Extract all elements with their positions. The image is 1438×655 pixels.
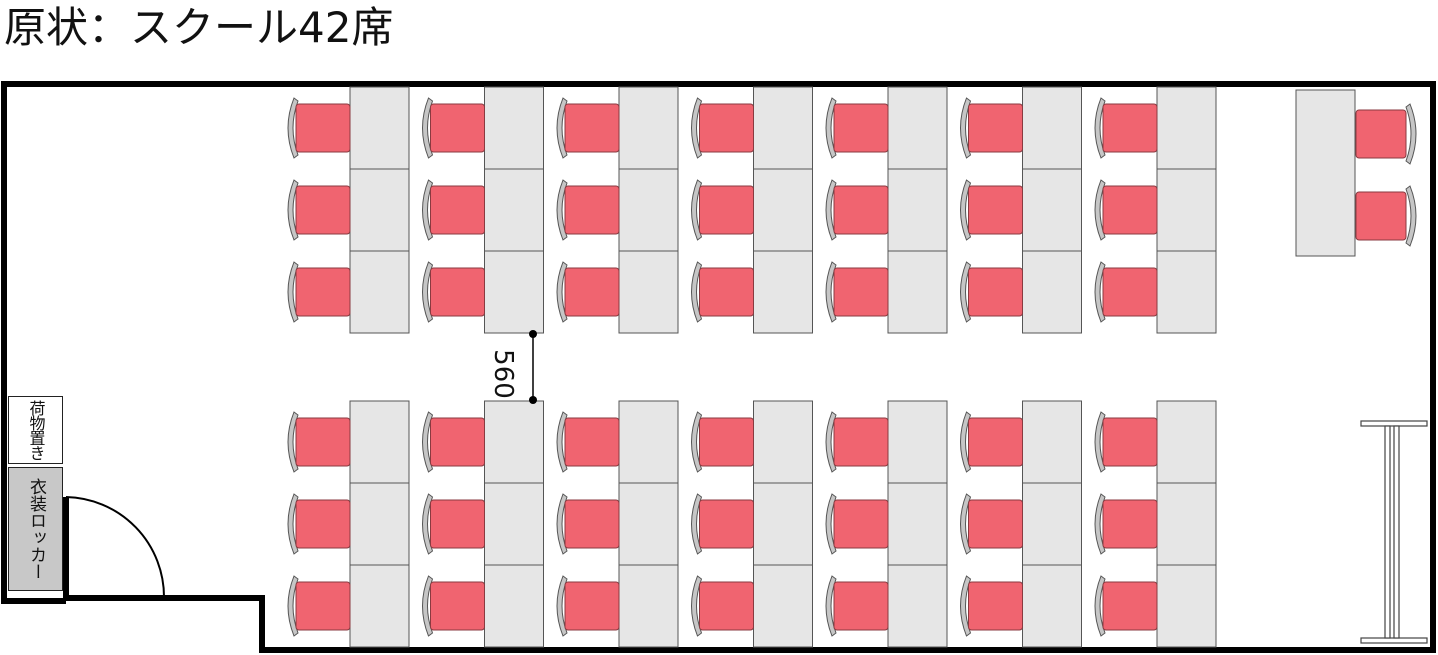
front-chair	[1355, 185, 1417, 247]
desk	[887, 564, 948, 648]
front-chair	[1355, 103, 1417, 165]
chair	[556, 575, 620, 637]
page-title: 原状：スクール42席	[4, 3, 394, 52]
chair	[960, 493, 1023, 555]
desk	[1156, 482, 1217, 566]
chair	[960, 575, 1023, 637]
chair	[287, 411, 351, 473]
chair	[960, 411, 1023, 473]
desk	[618, 400, 679, 484]
desk	[887, 400, 948, 484]
desk	[887, 482, 948, 566]
desk	[618, 482, 679, 566]
chair	[825, 575, 889, 637]
desk	[618, 564, 679, 648]
chair	[287, 179, 351, 241]
desk	[1156, 86, 1217, 170]
costume-locker-label: 衣装ロッカー	[8, 467, 63, 591]
chair	[422, 179, 485, 241]
desk	[349, 482, 410, 566]
chair	[1094, 575, 1158, 637]
desk	[1022, 564, 1082, 648]
chair	[287, 261, 351, 323]
desk	[484, 564, 544, 648]
desk	[1022, 250, 1082, 334]
chair	[691, 411, 754, 473]
chair	[287, 575, 351, 637]
chair	[691, 261, 754, 323]
desk	[753, 482, 813, 566]
desk	[1022, 168, 1082, 252]
desk	[753, 86, 813, 170]
desk	[484, 482, 544, 566]
desk	[349, 250, 410, 334]
chair	[1094, 493, 1158, 555]
chair	[556, 261, 620, 323]
chair	[422, 575, 485, 637]
chair	[556, 411, 620, 473]
desk	[753, 250, 813, 334]
chair	[556, 493, 620, 555]
desk	[618, 86, 679, 170]
chair	[556, 97, 620, 159]
chair	[825, 97, 889, 159]
chair	[1094, 179, 1158, 241]
chair	[422, 411, 485, 473]
desk	[887, 250, 948, 334]
front-desk	[1295, 89, 1356, 257]
front-chairs	[1355, 103, 1417, 247]
chair	[1094, 261, 1158, 323]
desk	[1156, 168, 1217, 252]
chair	[960, 261, 1023, 323]
desk	[1022, 482, 1082, 566]
chair	[287, 493, 351, 555]
chair	[1094, 97, 1158, 159]
chair	[825, 493, 889, 555]
whiteboard-stand	[1360, 420, 1428, 644]
dimension-label: 560	[488, 349, 518, 399]
chair	[422, 493, 485, 555]
desk	[887, 168, 948, 252]
desk	[1156, 564, 1217, 648]
desk	[618, 168, 679, 252]
chair	[691, 575, 754, 637]
desk	[484, 400, 544, 484]
desk	[887, 86, 948, 170]
chair	[287, 97, 351, 159]
desk	[349, 86, 410, 170]
chair	[691, 179, 754, 241]
desk	[1156, 250, 1217, 334]
desk	[753, 168, 813, 252]
chair	[960, 97, 1023, 159]
chair	[556, 179, 620, 241]
desk	[1156, 400, 1217, 484]
storage-area-label: 荷物置き	[8, 396, 63, 464]
chair	[422, 261, 485, 323]
seating-area	[287, 86, 1217, 648]
chair	[422, 97, 485, 159]
chair	[691, 97, 754, 159]
desk	[484, 86, 544, 170]
chair	[960, 179, 1023, 241]
desk	[349, 168, 410, 252]
desk	[618, 250, 679, 334]
chair	[691, 493, 754, 555]
desk	[484, 250, 544, 334]
desk	[1022, 86, 1082, 170]
chair	[1094, 411, 1158, 473]
door-swing-arc	[65, 496, 166, 599]
desk	[753, 400, 813, 484]
desk	[753, 564, 813, 648]
desk	[349, 564, 410, 648]
room-wall	[1, 81, 1436, 653]
desk	[484, 168, 544, 252]
chair	[825, 411, 889, 473]
dimension-line	[529, 330, 537, 404]
desk	[349, 400, 410, 484]
desk	[1022, 400, 1082, 484]
chair	[825, 179, 889, 241]
chair	[825, 261, 889, 323]
